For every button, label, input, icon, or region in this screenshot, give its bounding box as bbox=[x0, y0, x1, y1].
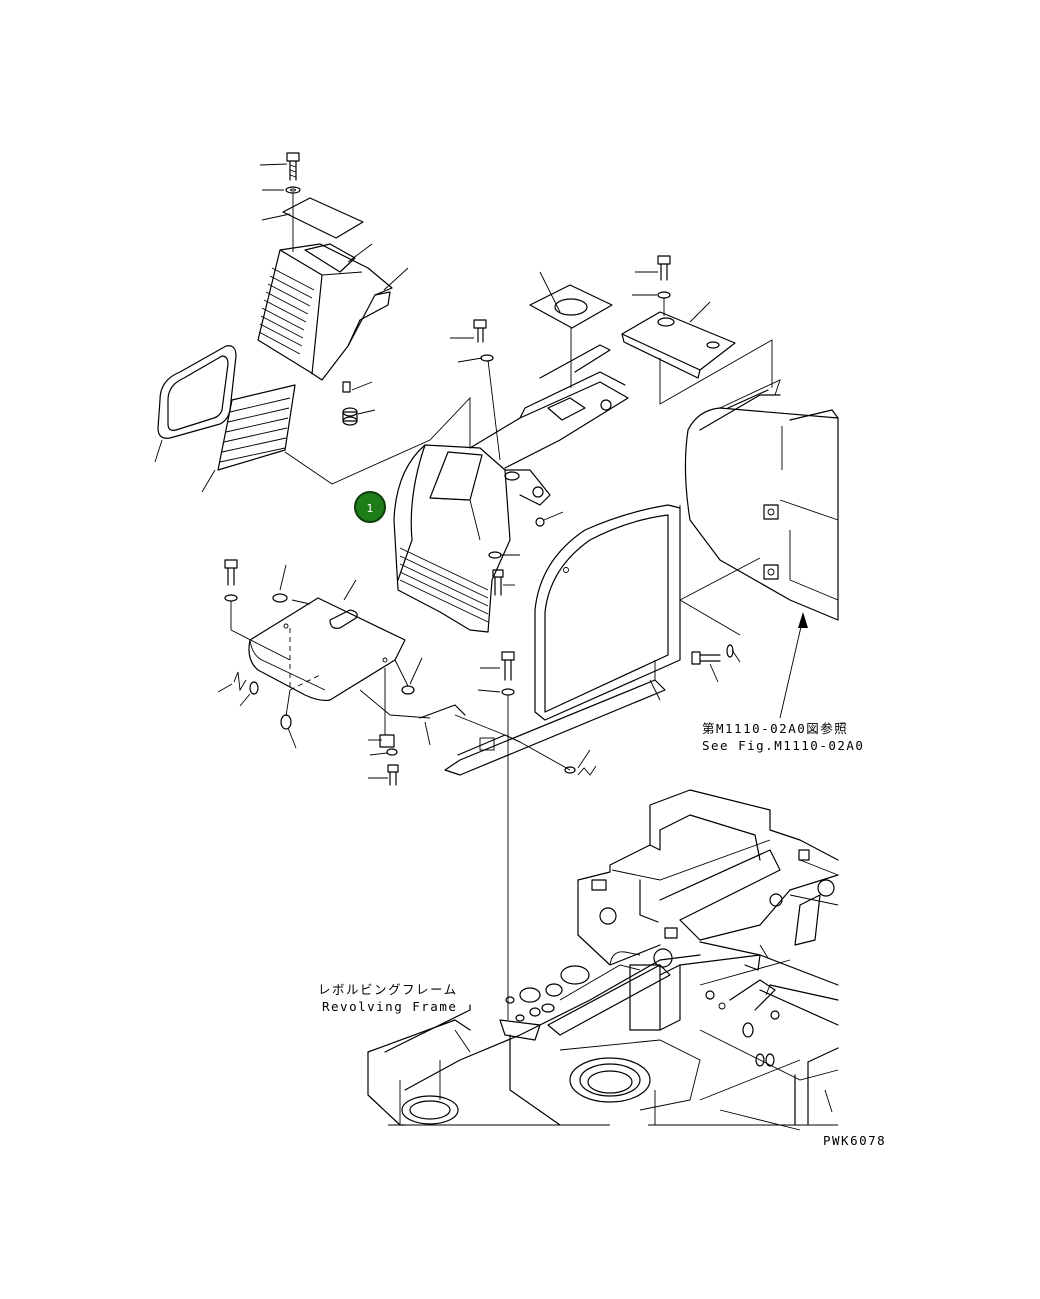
leader-lines-center bbox=[450, 271, 564, 586]
top-gasket-sheet bbox=[529, 284, 613, 388]
revolving-frame-structure bbox=[367, 789, 839, 1131]
leader-lines-top-left bbox=[259, 163, 409, 415]
see-fig-arrow bbox=[779, 612, 808, 719]
right-side-door bbox=[679, 379, 839, 636]
revolving-frame-label-en: Revolving Frame bbox=[322, 999, 458, 1014]
top-right-cover-plate bbox=[621, 255, 773, 405]
center-frame-panel bbox=[444, 504, 741, 1020]
drawing-code: PWK6078 bbox=[823, 1133, 887, 1148]
top-left-cover-assembly bbox=[257, 152, 393, 426]
left-middle-cover-plate bbox=[217, 559, 506, 786]
revolving-frame-label-ja: レボルビングフレーム bbox=[318, 982, 458, 997]
main-hood-part-1 bbox=[393, 319, 629, 633]
left-seal-and-grille bbox=[154, 345, 471, 493]
see-fig-label-en: See Fig.M1110-02A0 bbox=[702, 738, 865, 753]
see-fig-label-ja: 第M1110-02A0図参照 bbox=[702, 721, 849, 736]
callout-part-1[interactable]: 1 bbox=[354, 491, 386, 523]
